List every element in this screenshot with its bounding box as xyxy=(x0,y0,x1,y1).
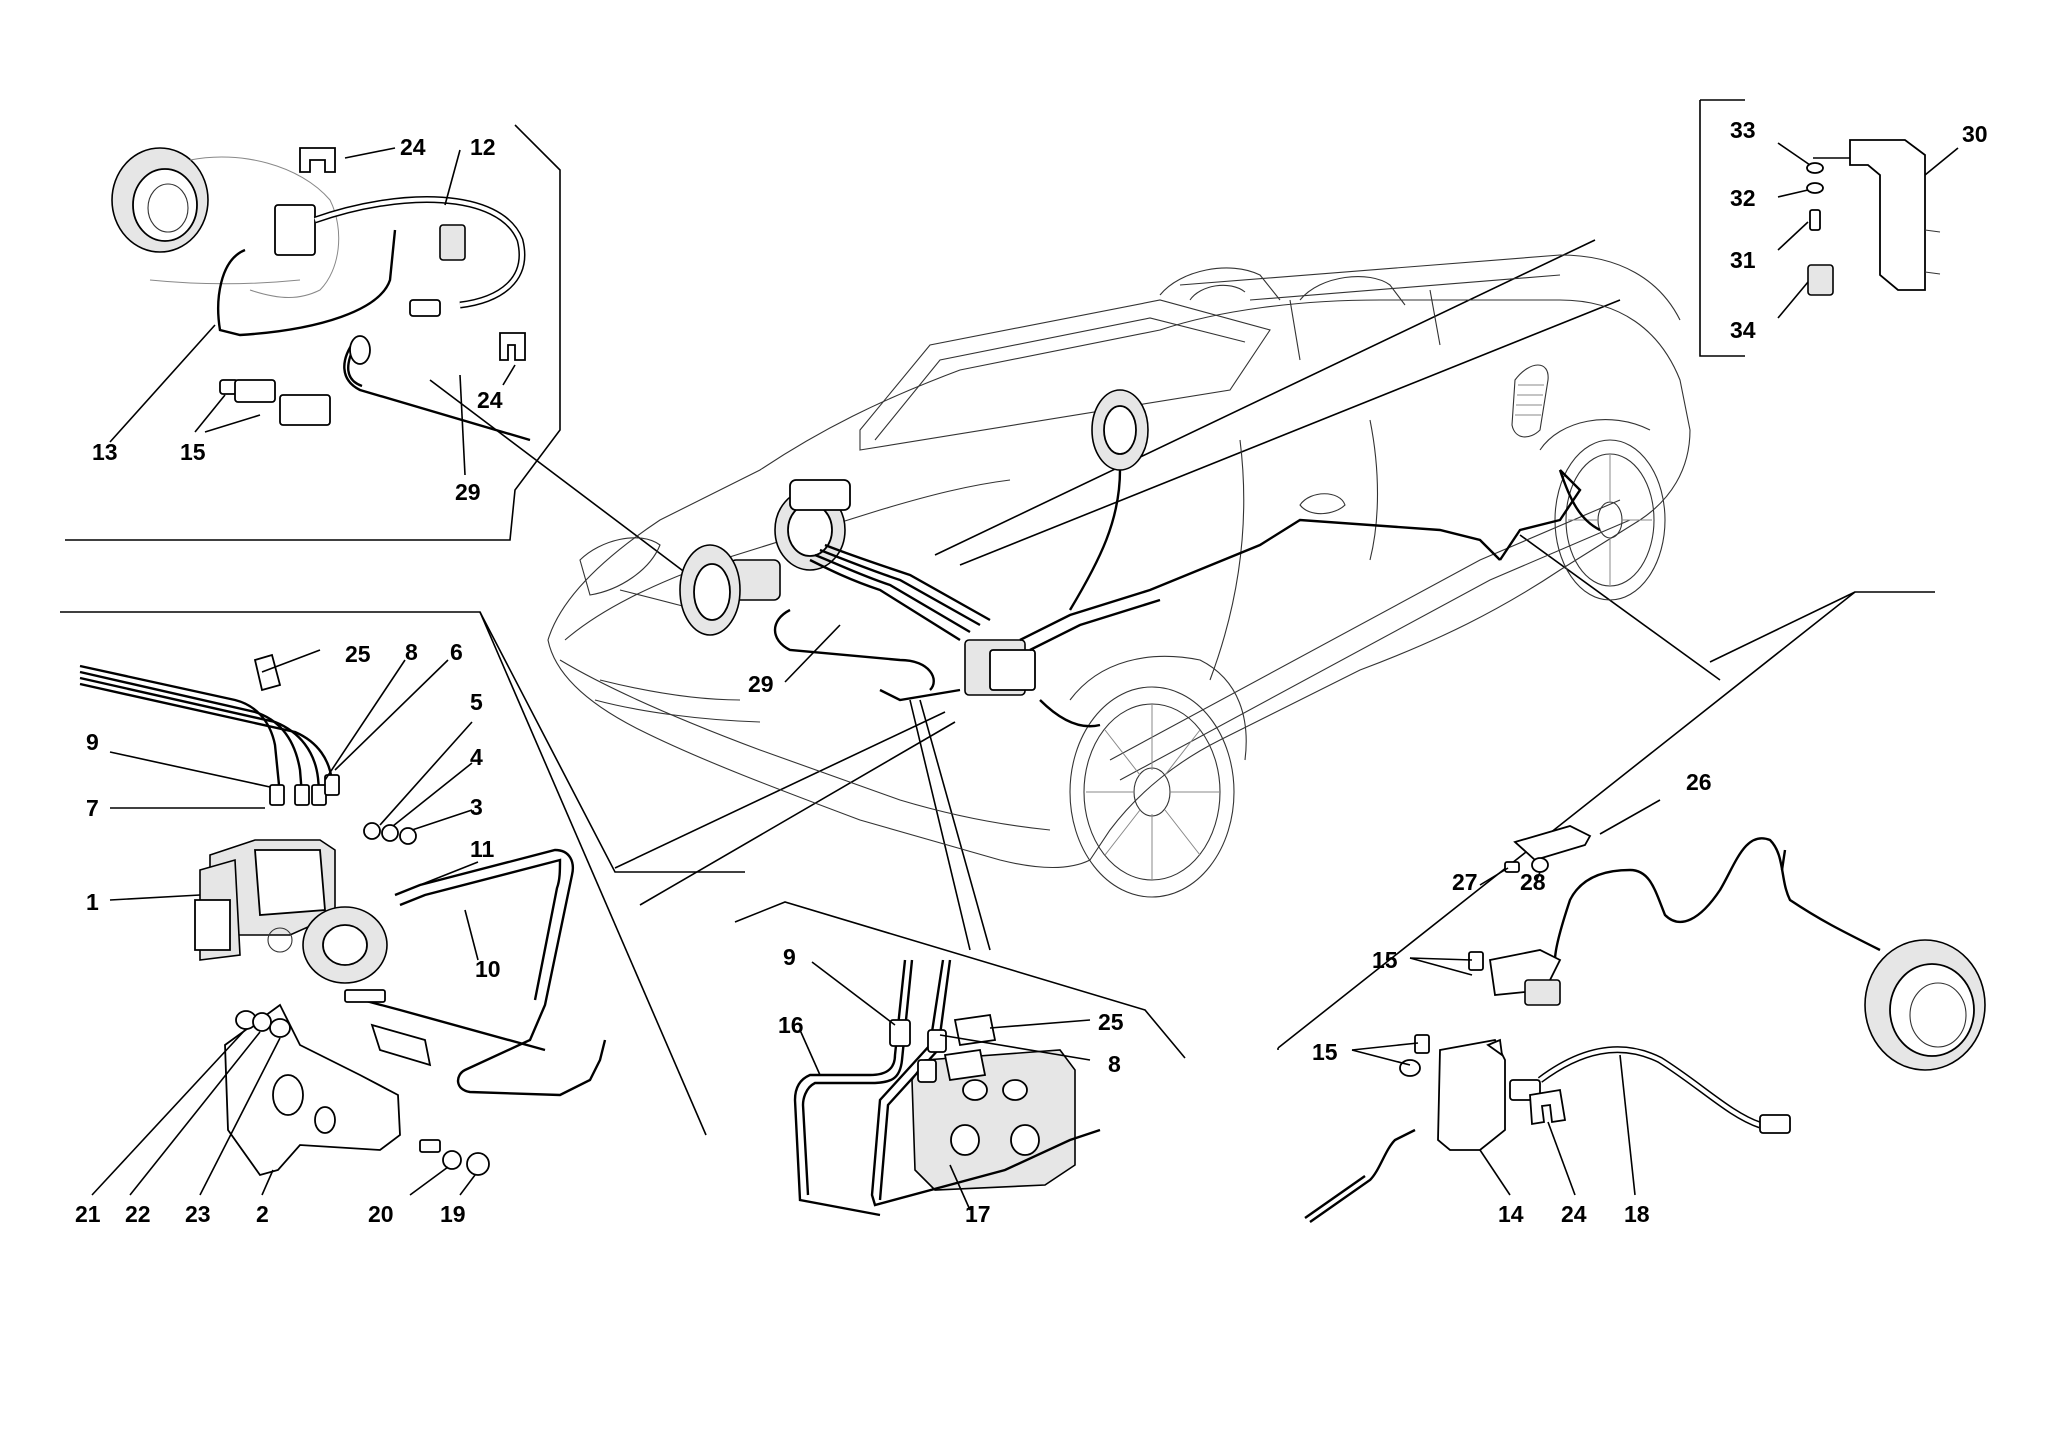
callout-24: 24 xyxy=(400,134,426,160)
callout-27: 27 xyxy=(1452,869,1478,895)
callout-3: 3 xyxy=(470,794,483,820)
callout-25: 25 xyxy=(1098,1009,1124,1035)
callout-15: 15 xyxy=(1372,947,1398,973)
callout-34: 34 xyxy=(1730,317,1756,343)
callout-32: 32 xyxy=(1730,185,1756,211)
callout-15: 15 xyxy=(1312,1039,1338,1065)
callout-25: 25 xyxy=(345,641,371,667)
section-divider-lines xyxy=(60,99,1935,1136)
callout-20: 20 xyxy=(368,1201,394,1227)
callout-8: 8 xyxy=(405,639,418,665)
callout-6: 6 xyxy=(450,639,463,665)
inset-top-right xyxy=(1777,139,1959,319)
inset-top-left xyxy=(109,147,531,476)
callout-29: 29 xyxy=(455,479,481,505)
callout-26: 26 xyxy=(1686,769,1712,795)
callout-12: 12 xyxy=(470,134,496,160)
callout-13: 13 xyxy=(92,439,118,465)
callout-9: 9 xyxy=(86,729,99,755)
callout-9: 9 xyxy=(783,944,796,970)
callout-labels: 24 12 24 13 15 29 33 30 32 31 34 25 8 6 … xyxy=(75,117,1988,1227)
callout-29: 29 xyxy=(748,671,774,697)
callout-23: 23 xyxy=(185,1201,211,1227)
callout-18: 18 xyxy=(1624,1201,1650,1227)
callout-31: 31 xyxy=(1730,247,1756,273)
callout-2: 2 xyxy=(256,1201,269,1227)
callout-5: 5 xyxy=(470,689,483,715)
callout-33: 33 xyxy=(1730,117,1756,143)
callout-8: 8 xyxy=(1108,1051,1121,1077)
inset-bottom-center xyxy=(793,959,1101,1217)
inset-left-abs-unit xyxy=(79,649,607,1196)
callout-24: 24 xyxy=(477,387,503,413)
center-callout-29 xyxy=(784,624,841,683)
inset-right-sensor xyxy=(1304,799,1986,1223)
callout-17: 17 xyxy=(965,1201,991,1227)
callout-16: 16 xyxy=(778,1012,804,1038)
callout-21: 21 xyxy=(75,1201,101,1227)
callout-11: 11 xyxy=(470,836,495,862)
callout-7: 7 xyxy=(86,795,99,821)
callout-4: 4 xyxy=(470,744,483,770)
callout-15: 15 xyxy=(180,439,206,465)
car-body-outline xyxy=(547,254,1691,898)
callout-22: 22 xyxy=(125,1201,151,1227)
callout-30: 30 xyxy=(1962,121,1988,147)
car-brake-lines xyxy=(679,389,1601,728)
callout-28: 28 xyxy=(1520,869,1546,895)
callout-19: 19 xyxy=(440,1201,466,1227)
callout-1: 1 xyxy=(86,889,99,915)
callout-24: 24 xyxy=(1561,1201,1587,1227)
callout-10: 10 xyxy=(475,956,501,982)
callout-14: 14 xyxy=(1498,1201,1524,1227)
